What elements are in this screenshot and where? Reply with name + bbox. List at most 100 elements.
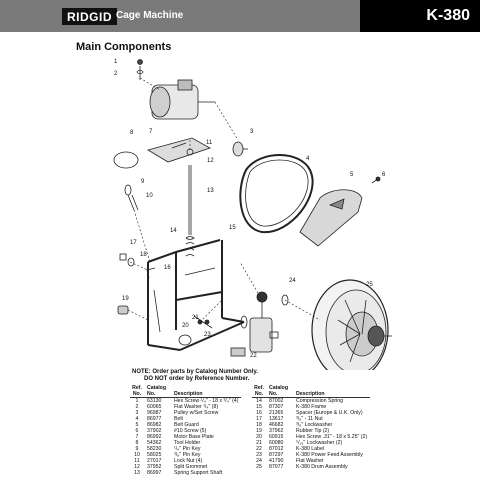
- callout-6: 6: [382, 172, 386, 178]
- table-row: 19 37962 Rubber Tip (2): [252, 428, 370, 434]
- callout-7: 7: [149, 129, 153, 135]
- note-line-2: DO NOT order by Reference Number.: [144, 376, 250, 382]
- callout-22: 22: [250, 353, 257, 359]
- description-cell: Belt Guard: [174, 422, 199, 428]
- motor-illustration: [136, 59, 215, 120]
- ref-cell: 6: [135, 428, 139, 434]
- catalog-cell: 13617: [269, 416, 284, 422]
- callout-11: 11: [206, 140, 213, 146]
- catalog-cell: 37962: [269, 428, 284, 434]
- callout-23: 23: [204, 332, 211, 338]
- catalog-cell: 37952: [147, 464, 162, 470]
- description-cell: Flat Washer: [296, 458, 324, 464]
- catalog-cell: 37902: [147, 428, 162, 434]
- table-row: 10 58025 ³/₈" Pin Key: [130, 452, 241, 458]
- ordering-note: NOTE: Order parts by Catalog Number Only…: [132, 369, 258, 383]
- callout-3: 3: [250, 129, 254, 135]
- catalog-cell: 41790: [269, 458, 284, 464]
- catalog-cell: 87307: [269, 404, 284, 410]
- col-header-catalog: Catalog No.: [269, 385, 289, 397]
- callout-1: 1: [114, 59, 118, 65]
- ref-cell: 19: [256, 428, 262, 434]
- flat-washer-illustration: [281, 294, 289, 306]
- callout-21: 21: [192, 315, 199, 321]
- note-line-1: NOTE: Order parts by Catalog Number Only…: [132, 369, 258, 375]
- description-cell: K-380 Power Feed Assembly: [296, 452, 363, 458]
- split-grommet-illustration: [113, 151, 139, 169]
- nut-washer-illustration: [119, 253, 135, 267]
- callout-4: 4: [306, 156, 310, 162]
- catalog-cell: 21365: [269, 410, 284, 416]
- leader-lines: [127, 77, 321, 323]
- callout-10: 10: [146, 193, 153, 199]
- callout-17: 17: [130, 240, 137, 246]
- brand-logo-text: RIDGID: [67, 10, 112, 24]
- description-cell: Rubber Tip (2): [296, 428, 330, 434]
- model-box: K-380: [360, 0, 480, 32]
- col-header-description: Description: [296, 391, 325, 397]
- ref-cell: 18: [256, 422, 262, 428]
- catalog-cell: 87012: [269, 446, 284, 452]
- header-title: Cage Machine: [116, 10, 184, 21]
- description-cell: ³/₈" Pin Key: [174, 452, 201, 458]
- ref-cell: 24: [256, 458, 262, 464]
- description-cell: Belt: [174, 416, 183, 422]
- catalog-cell: 54362: [147, 440, 162, 446]
- ref-cell: 12: [134, 464, 140, 470]
- brand-logo: RIDGID: [62, 8, 117, 25]
- ref-cell: 20: [256, 434, 262, 440]
- catalog-cell: 86977: [147, 416, 162, 422]
- col-header-catalog: Catalog No.: [147, 385, 167, 397]
- catalog-cell: 60915: [269, 434, 284, 440]
- callout-12: 12: [207, 158, 214, 164]
- ref-cell: 2: [135, 404, 139, 410]
- description-cell: Flat Washer ¹/₄" (8): [174, 404, 219, 410]
- description-cell: ⁵/₁₆" Lockwasher (2): [296, 440, 343, 446]
- callout-labels: 1 2 3 4 5 6 7 8 9 10 11 12 13 14 15 16 1…: [114, 59, 386, 359]
- catalog-cell: 96987: [147, 410, 162, 416]
- table-row: 6 37902 #10 Screw (5): [130, 428, 241, 434]
- k380-label-illustration: [230, 347, 246, 357]
- description-cell: Hex Screw ¹/₄" - 18 x ³/₄" (4): [174, 398, 239, 404]
- catalog-cell: 63130: [147, 398, 162, 404]
- belt-illustration: [239, 154, 314, 234]
- description-cell: K-380 Label: [296, 446, 324, 452]
- tool-holder-illustration: [124, 184, 139, 211]
- table-row: 24 41790 Flat Washer: [252, 458, 370, 464]
- catalog-cell: 58025: [147, 452, 162, 458]
- pulley-illustration: [232, 141, 248, 157]
- table-row: 12 37952 Split Grommet: [130, 464, 241, 470]
- description-cell: #10 Screw (5): [174, 428, 207, 434]
- description-cell: Split Grommet: [174, 464, 208, 470]
- col-header-ref: Ref. No.: [254, 385, 264, 397]
- ref-cell: 3: [135, 410, 139, 416]
- description-cell: Tool Holder: [174, 440, 201, 446]
- ref-cell: 9: [135, 446, 139, 452]
- spring-shaft-illustration: [185, 148, 195, 257]
- ref-cell: 10: [134, 452, 140, 458]
- description-cell: K-380 Frame: [296, 404, 327, 410]
- callout-13: 13: [207, 188, 214, 194]
- catalog-cell: 86997: [147, 470, 162, 476]
- col-header-description: Description: [174, 391, 203, 397]
- description-cell: ³/₈" Lockwasher: [296, 422, 333, 428]
- catalog-cell: 58230: [147, 446, 162, 452]
- col-header-ref: Ref. No.: [132, 385, 142, 397]
- ref-cell: 22: [256, 446, 262, 452]
- catalog-cell: 86982: [147, 422, 162, 428]
- model-number: K-380: [426, 7, 470, 24]
